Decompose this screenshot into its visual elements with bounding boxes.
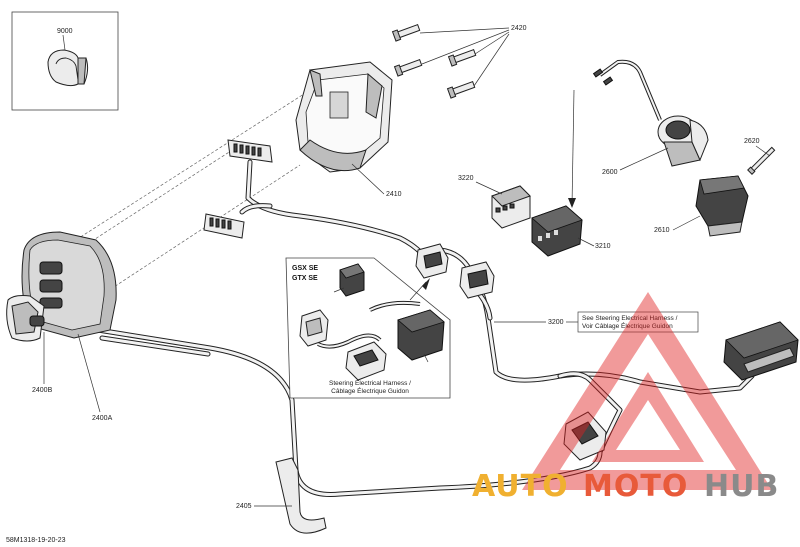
callout-3200-group: 3200 See Steering Electrical Harness / V… xyxy=(494,311,699,333)
callout-3210: 3210 xyxy=(595,243,611,250)
housing-2410: 2410 xyxy=(295,61,402,198)
inset-box: GSX SE GTX SE Steering Electrical Harnes… xyxy=(285,257,451,399)
detail-box-9000: 9000 xyxy=(11,11,119,111)
harness-wires xyxy=(95,159,755,497)
switch-housing-2400: 2400B 2400A xyxy=(6,231,117,422)
callout-2600: 2600 xyxy=(602,169,618,176)
cap-2610: 2610 xyxy=(654,175,749,237)
callout-2405: 2405 xyxy=(236,503,252,510)
callout-3200: 3200 xyxy=(548,319,564,326)
connector-3210: 3210 xyxy=(531,89,611,257)
alignment-lines xyxy=(67,84,319,301)
watermark-moto: MOTO xyxy=(583,469,688,504)
callout-2400a: 2400A xyxy=(92,415,113,422)
callout-9000: 9000 xyxy=(57,28,73,35)
watermark-auto: AUTO xyxy=(472,469,569,504)
harness-connector-lower xyxy=(563,411,607,461)
inset-caption-2: Câblage Électrique Guidon xyxy=(331,386,409,395)
pin-2620: 2620 xyxy=(744,138,776,175)
watermark-logo: AUTO MOTO HUB xyxy=(472,292,779,504)
callout-2410: 2410 xyxy=(386,191,402,198)
inset-model-1: GSX SE xyxy=(292,265,318,272)
watermark-hub: HUB xyxy=(704,469,779,504)
harness-connector-upper xyxy=(203,139,273,239)
callout-2400b: 2400B xyxy=(32,387,53,394)
callout-3220: 3220 xyxy=(458,175,474,182)
callout-2620: 2620 xyxy=(744,138,760,145)
harness-connectors-mid xyxy=(415,243,495,299)
callout-2420: 2420 xyxy=(511,25,527,32)
inset-model-2: GTX SE xyxy=(292,275,318,282)
wire-end-2405: 2405 xyxy=(236,457,327,534)
reference-note-1: See Steering Electrical Harness / xyxy=(582,315,678,322)
inset-caption-1: Steering Electrical Harness / xyxy=(329,380,411,387)
figure-code: 58M1318-19-20-23 xyxy=(6,537,66,544)
reference-note-2: Voir Câblage Électrique Guidon xyxy=(582,321,673,330)
screws-2420: 2420 xyxy=(391,24,527,99)
connector-2600: 2600 xyxy=(592,59,709,176)
harness-connector-right xyxy=(723,321,799,381)
connector-3220: 3220 xyxy=(458,175,531,229)
callout-2610: 2610 xyxy=(654,227,670,234)
